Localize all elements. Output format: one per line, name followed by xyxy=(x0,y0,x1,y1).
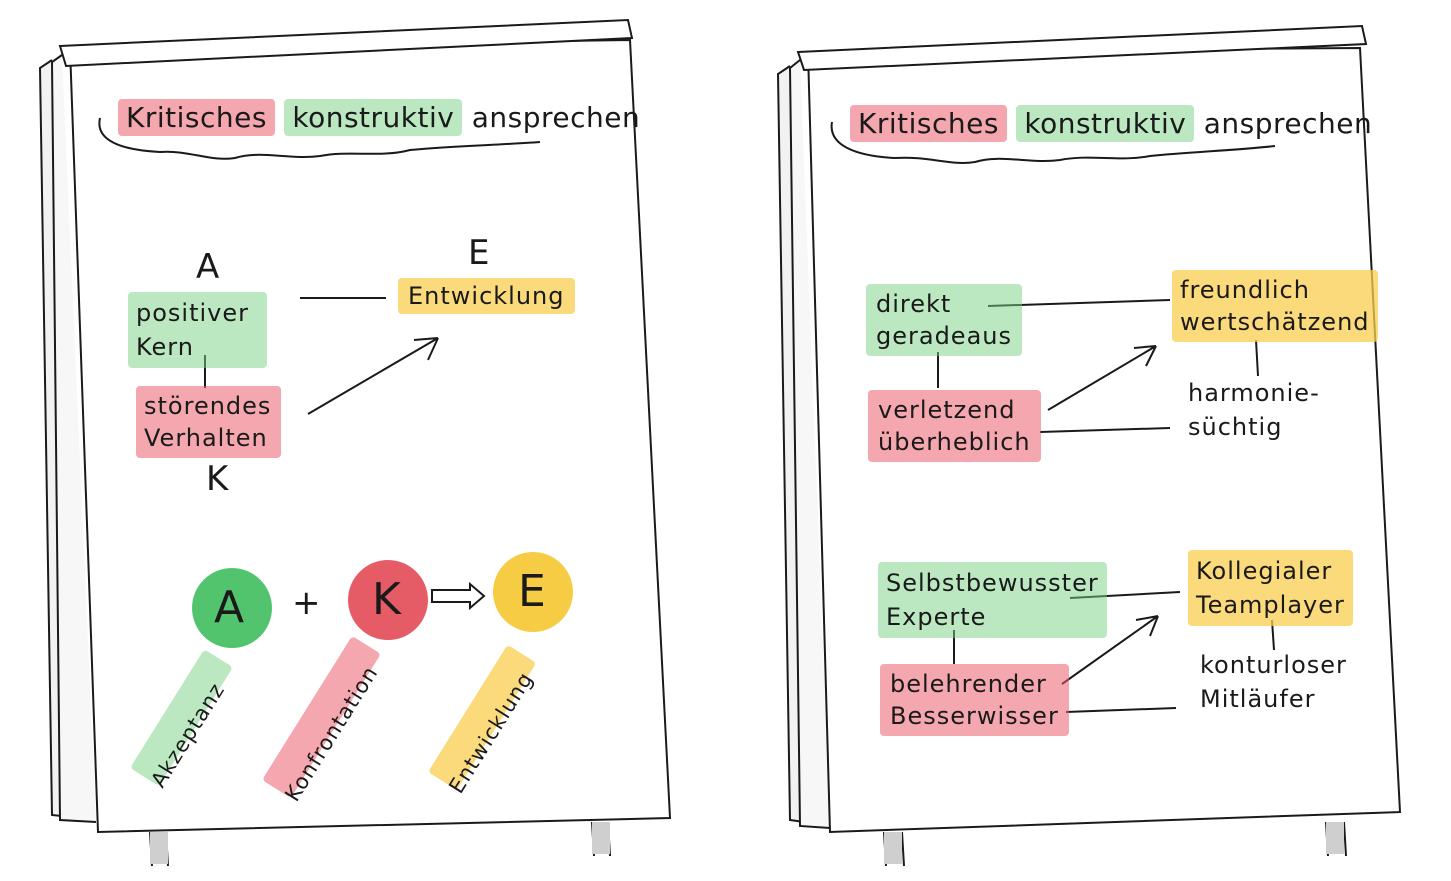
team-player-line1: Kollegialer xyxy=(1196,557,1333,585)
title-word-constructive: konstruktiv xyxy=(1016,105,1195,142)
implies-arrow xyxy=(431,581,486,611)
left-flipchart xyxy=(38,18,672,867)
formula-e: E xyxy=(518,566,546,617)
left-title-cloud xyxy=(98,117,541,160)
development-highlight xyxy=(429,646,535,789)
positive-core-line1: positiver xyxy=(136,299,250,327)
know-it-all-line2: Besserwisser xyxy=(890,702,1059,730)
circle-a xyxy=(192,568,272,648)
circle-k xyxy=(348,560,428,640)
disturbing-behavior-line2: Verhalten xyxy=(144,424,268,452)
right-flipchart-leg-shadow xyxy=(884,832,902,864)
hurtful-box: verletzend überheblich xyxy=(868,390,1041,462)
development-box: Entwicklung xyxy=(398,278,575,314)
title-word-critical: Kritisches xyxy=(118,99,275,136)
positive-core-box: positiver Kern xyxy=(128,292,268,368)
hurtful-line1: verletzend xyxy=(878,396,1016,424)
direct-line1: direkt xyxy=(876,290,952,318)
title-word-critical: Kritisches xyxy=(850,105,1007,142)
friendly-line1: freundlich xyxy=(1180,276,1310,304)
right-flipchart-rail xyxy=(796,24,1368,72)
title-word-constructive: konstruktiv xyxy=(284,99,463,136)
harmony-text: harmonie- süchtig xyxy=(1188,376,1320,444)
follower-line1: konturloser xyxy=(1200,651,1347,679)
letter-a: A xyxy=(196,247,220,287)
team-player-line2: Teamplayer xyxy=(1196,591,1345,619)
connector-line xyxy=(1065,707,1177,713)
know-it-all-box: belehrender Besserwisser xyxy=(880,664,1069,736)
harmony-line2: süchtig xyxy=(1188,413,1283,441)
letter-e: E xyxy=(468,233,490,273)
arrow xyxy=(307,337,439,415)
right-flipchart-middle-page xyxy=(788,59,831,829)
confident-expert-box: Selbstbewusster Experte xyxy=(878,562,1107,638)
team-player-box: Kollegialer Teamplayer xyxy=(1188,550,1353,626)
connector-line xyxy=(1039,427,1171,433)
formula-plus: + xyxy=(292,583,321,623)
left-flipchart-middle-page xyxy=(50,54,97,823)
title-word-address: ansprechen xyxy=(1203,107,1373,140)
confident-expert-line1: Selbstbewusster xyxy=(886,569,1099,597)
left-flipchart-leg-shadow xyxy=(150,832,168,864)
harmony-line1: harmonie- xyxy=(1188,379,1320,407)
right-flipchart-leg-shadow xyxy=(1326,822,1344,854)
hurtful-line2: überheblich xyxy=(878,428,1031,456)
positive-core-line2: Kern xyxy=(136,333,194,361)
letter-k: K xyxy=(206,459,229,499)
disturbing-behavior-box: störendes Verhalten xyxy=(136,386,282,458)
follower-line2: Mitläufer xyxy=(1200,685,1316,713)
left-diagram-lines xyxy=(204,297,486,611)
direct-line2: geradeaus xyxy=(876,322,1012,350)
formula-a: A xyxy=(214,582,245,633)
left-title: Kritisches konstruktiv ansprechen xyxy=(118,99,641,136)
acceptance-highlight xyxy=(131,650,232,785)
disturbing-behavior-line1: störendes xyxy=(144,392,272,420)
friendly-line2: wertschätzend xyxy=(1180,308,1370,336)
friendly-box: freundlich wertschätzend xyxy=(1172,270,1378,342)
arrow xyxy=(1061,615,1159,685)
circle-e xyxy=(493,552,573,632)
know-it-all-line1: belehrender xyxy=(890,670,1047,698)
direct-box: direkt geradeaus xyxy=(866,284,1022,356)
confident-expert-line2: Experte xyxy=(886,603,987,631)
right-title: Kritisches konstruktiv ansprechen xyxy=(850,105,1373,142)
left-flipchart-rail xyxy=(58,18,634,68)
formula-k: K xyxy=(372,574,401,625)
connector-line xyxy=(1255,339,1259,377)
confrontation-highlight xyxy=(263,637,380,797)
follower-text: konturloser Mitläufer xyxy=(1200,648,1347,716)
title-word-address: ansprechen xyxy=(471,101,641,134)
left-flipchart-leg-shadow xyxy=(592,822,610,854)
right-title-cloud xyxy=(830,121,1276,164)
arrow xyxy=(1047,345,1157,411)
